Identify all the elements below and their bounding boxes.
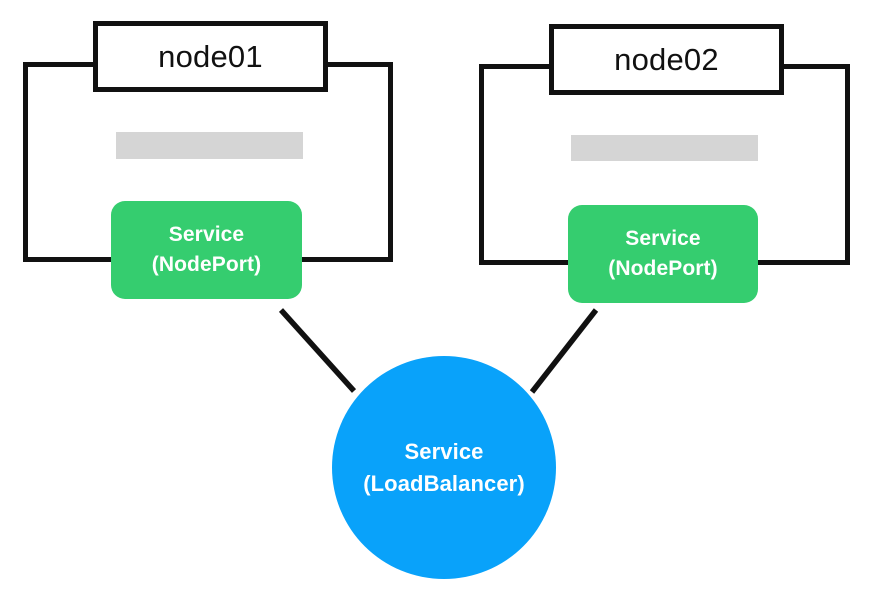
node02-service-line1: Service <box>625 227 701 251</box>
loadbalancer-line2: (LoadBalancer) <box>363 470 525 496</box>
connector-node01-to-loadbalancer <box>278 308 357 393</box>
node02-label-text: node02 <box>614 42 719 77</box>
node01-label-text: node01 <box>158 39 263 74</box>
node01-placeholder-bar <box>116 132 303 159</box>
node02-top-stub-right <box>779 64 850 69</box>
node01-top-stub-left <box>23 62 98 67</box>
node02-service-nodeport[interactable]: Service (NodePort) <box>568 205 758 303</box>
node01-label-box: node01 <box>93 21 328 92</box>
node01-service-nodeport[interactable]: Service (NodePort) <box>111 201 302 299</box>
node01-top-stub-right <box>322 62 393 67</box>
node02-placeholder-bar <box>571 135 758 161</box>
connector-node02-to-loadbalancer <box>529 308 599 394</box>
node02-service-line2: (NodePort) <box>608 257 718 280</box>
loadbalancer-line1: Service <box>404 438 484 464</box>
service-loadbalancer[interactable]: Service (LoadBalancer) <box>332 356 556 579</box>
node01-service-line2: (NodePort) <box>151 253 262 276</box>
node01-service-line1: Service <box>168 223 245 247</box>
node02-label-box: node02 <box>549 24 784 95</box>
node02-top-stub-left <box>479 64 554 69</box>
